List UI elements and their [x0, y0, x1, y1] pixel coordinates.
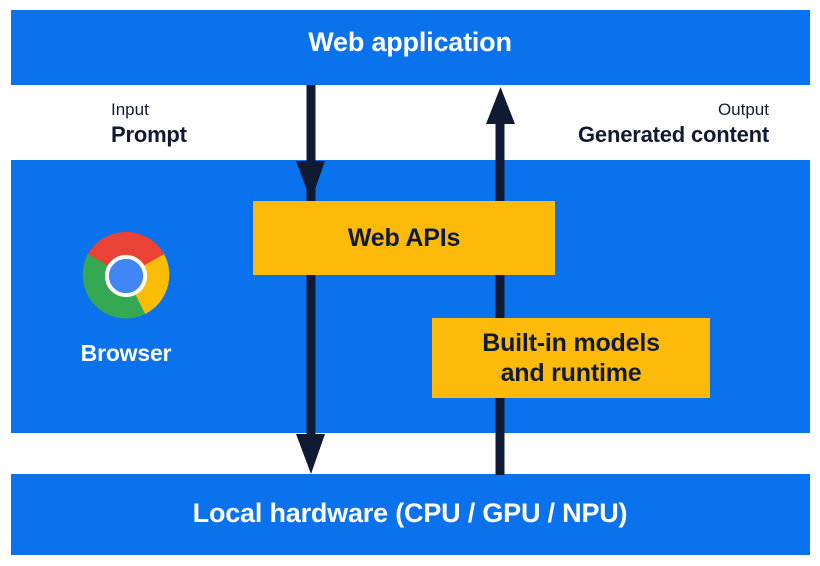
local-hardware-title: Local hardware (CPU / GPU / NPU)	[192, 498, 628, 528]
input-kind-label: Input	[111, 100, 149, 119]
chrome-logo-icon	[82, 232, 170, 319]
browser-group: Browser	[52, 232, 200, 365]
local-hardware-band	[11, 474, 810, 555]
web-application-band	[11, 10, 810, 85]
built-in-models-line-2: and runtime	[500, 359, 642, 387]
output-label-group: Output Generated content	[578, 100, 769, 147]
built-in-models-line-1: Built-in models	[482, 329, 660, 357]
input-label-group: Input Prompt	[111, 100, 187, 147]
web-application-title: Web application	[308, 27, 512, 57]
web-apis-box[interactable]: Web APIs	[253, 201, 555, 275]
web-apis-box-label: Web APIs	[347, 224, 461, 252]
browser-label: Browser	[80, 340, 172, 366]
built-in-models-box-label: Built-in models and runtime	[482, 328, 660, 388]
output-kind-label: Output	[717, 100, 769, 119]
output-value-label: Generated content	[578, 121, 769, 147]
built-in-models-box[interactable]: Built-in models and runtime	[432, 318, 710, 398]
input-value-label: Prompt	[111, 121, 187, 147]
